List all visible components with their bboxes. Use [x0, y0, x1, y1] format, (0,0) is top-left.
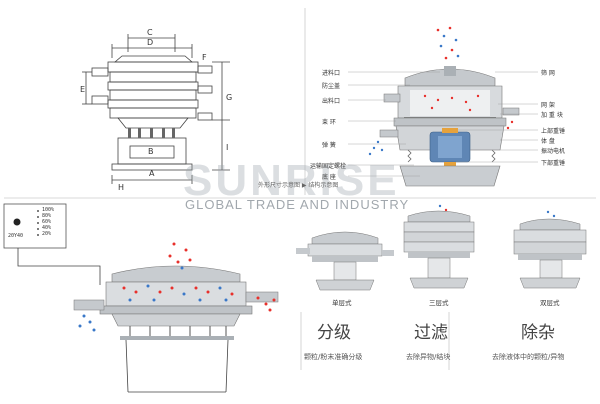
part-label-right-6: 下部重锤: [541, 160, 566, 167]
desc-triple: 去除异物/结块: [406, 353, 451, 361]
desc-double: 去除液体中的颗粒/异物: [492, 353, 565, 361]
panel-level: 60%: [42, 219, 52, 225]
main-machine-particles: [78, 242, 276, 332]
leader-lines-left: [348, 71, 440, 177]
panel-level-list: 100% 80% 60% 40% 20%: [42, 207, 54, 237]
part-label-left-1: 防尘盖: [322, 83, 341, 90]
part-label-right-5: 振动电机: [541, 148, 566, 155]
drawing-springs: [128, 128, 175, 138]
dim-label-g: G: [226, 93, 232, 102]
part-label-right-4: 体 盘: [541, 138, 555, 145]
part-label-left-6: 底 座: [322, 174, 336, 181]
dim-label-c: C: [147, 28, 153, 37]
part-label-left-5: 运输固定螺栓: [310, 163, 347, 170]
part-label-right-2: 加 重 块: [541, 112, 563, 119]
type-name-single: 单层式: [332, 299, 352, 307]
watermark-brand: SUNRISE: [183, 156, 400, 205]
dim-label-f: F: [202, 53, 207, 62]
dim-label-i: I: [226, 143, 228, 152]
function-triple: 过滤: [414, 323, 448, 343]
watermark-tagline: GLOBAL TRADE AND INDUSTRY: [185, 197, 410, 212]
falling-particles: [436, 26, 460, 60]
main-sieve-machine: [73, 265, 279, 393]
part-label-left-4: 弹 簧: [322, 142, 336, 149]
desc-single: 颗粒/粉末准确分级: [304, 353, 363, 361]
dim-label-a: A: [149, 169, 155, 178]
machine-triple: [403, 204, 475, 289]
function-single: 分级: [317, 323, 351, 343]
dim-label-e: E: [80, 85, 85, 94]
control-cable: [17, 248, 101, 285]
type-name-triple: 三层式: [429, 299, 449, 307]
type-name-double: 双层式: [540, 299, 560, 307]
panel-label: 20Y40: [8, 233, 24, 239]
part-label-left-3: 束 环: [322, 119, 336, 126]
drawing-motor-box: [129, 145, 175, 159]
dim-label-h: H: [118, 183, 124, 192]
part-label-right-3: 上部重锤: [541, 128, 566, 135]
panel-level: 80%: [42, 213, 52, 219]
control-panel: [3, 203, 67, 249]
panel-level: 20%: [42, 231, 52, 237]
function-double: 除杂: [521, 323, 555, 343]
part-label-right-0: 筛 网: [541, 70, 555, 77]
leader-lines-right: [456, 71, 538, 163]
dim-label-b: B: [148, 147, 154, 156]
machine-single: [296, 231, 394, 291]
dimension-drawing: [82, 34, 230, 184]
panel-level: 100%: [42, 207, 55, 213]
dim-label-d: D: [147, 38, 153, 47]
part-label-left-0: 进料口: [322, 70, 341, 77]
part-label-right-1: 网 架: [541, 102, 555, 109]
machine-double: [513, 210, 587, 289]
panel-level: 40%: [42, 225, 52, 231]
cutaway-view: [368, 26, 520, 187]
cutaway-caption: 外形尺寸示意图 ▶ 结构示意图: [258, 182, 339, 189]
part-label-left-2: 出料口: [322, 98, 341, 105]
